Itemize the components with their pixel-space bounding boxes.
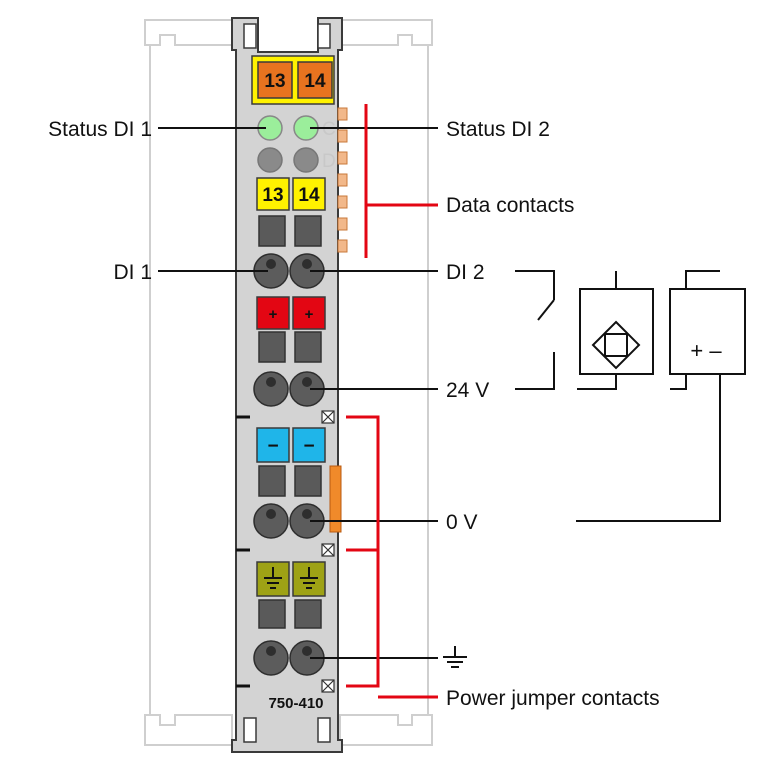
- top-marker-14-text: 14: [304, 71, 326, 92]
- ground-icon: [264, 567, 318, 589]
- external-wiring: [515, 270, 746, 522]
- minus-marker-2-text: −: [303, 436, 314, 457]
- part-number: 750-410: [268, 695, 323, 712]
- proximity-sensor-box: [579, 288, 654, 375]
- led-c: [257, 147, 283, 173]
- top-marker-13: [257, 61, 293, 99]
- release-slots: [258, 215, 322, 629]
- plus-marker-2-text: +: [305, 306, 314, 323]
- di1-label: DI 1: [113, 261, 152, 284]
- 24v-label: 24 V: [446, 379, 489, 402]
- status-di2-label: Status DI 2: [446, 118, 550, 141]
- status-di1-label: Status DI 1: [48, 118, 152, 141]
- wire-entry-0v-1: [253, 503, 289, 539]
- leader-lines: [158, 127, 438, 659]
- channel-marker-14: [292, 177, 326, 211]
- channel-markers: 13 14: [256, 177, 326, 211]
- power-jumper-bracket: [346, 415, 438, 699]
- ground-markers: [256, 561, 326, 597]
- 0v-label: 0 V: [446, 511, 478, 534]
- proximity-sensor-icon: [591, 320, 641, 370]
- power-jumper-contacts-label: Power jumper contacts: [446, 687, 660, 710]
- top-marker-carrier: 13 14: [251, 55, 335, 105]
- data-contacts-bracket: [364, 104, 438, 258]
- channel-marker-13-text: 13: [262, 185, 283, 206]
- di2-label: DI 2: [446, 261, 485, 284]
- plus-marker-1-text: +: [269, 306, 278, 323]
- channel-marker-14-text: 14: [298, 185, 320, 206]
- data-contacts-pins: [337, 107, 348, 253]
- led-letter-d: D: [322, 151, 336, 172]
- plus-markers: + +: [256, 296, 326, 330]
- left-ticks: [236, 415, 250, 688]
- switch-icon: [537, 299, 555, 321]
- data-contacts-label: Data contacts: [446, 194, 574, 217]
- minus-markers: − −: [256, 427, 326, 463]
- top-marker-14: [297, 61, 333, 99]
- wire-entry-24v-1: [253, 371, 289, 407]
- supply-box: [669, 288, 746, 375]
- power-jumper-blade: [321, 410, 342, 693]
- minus-marker-1-text: −: [267, 436, 278, 457]
- led-d: [293, 147, 319, 173]
- channel-marker-13: [256, 177, 290, 211]
- wire-entry-pe-1: [253, 640, 289, 676]
- ground-icon: [443, 646, 467, 668]
- wire-entries: [253, 253, 325, 676]
- led-letter-c: C: [322, 119, 336, 140]
- supply-symbols: + –: [690, 338, 722, 363]
- top-marker-13-text: 13: [264, 71, 285, 92]
